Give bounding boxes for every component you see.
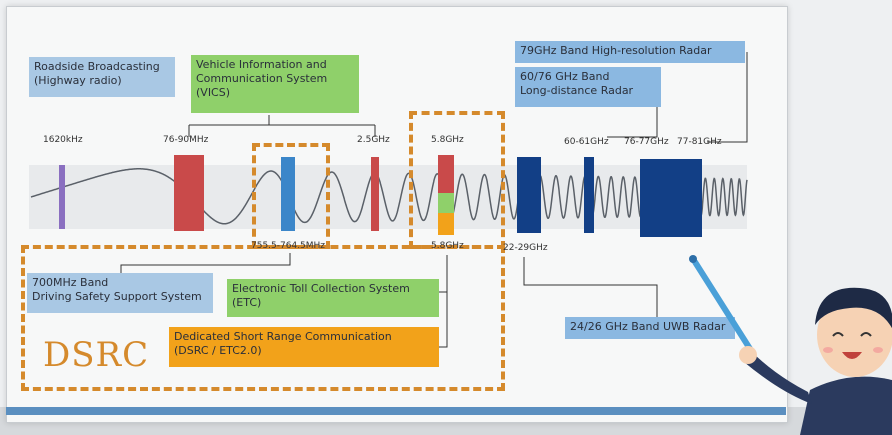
presenter-mouth xyxy=(842,352,862,359)
wave-line xyxy=(30,168,748,225)
spectrum-band xyxy=(29,165,747,229)
label-5-8ghz-bottom: 5.8GHz xyxy=(431,241,464,251)
presenter-cheek-right xyxy=(873,347,883,353)
vics-box: Vehicle Information and Communication Sy… xyxy=(191,55,359,113)
bar-60-61ghz xyxy=(584,157,594,233)
label-76-77ghz: 76-77GHz xyxy=(624,137,669,147)
slide-bottom-bar xyxy=(6,407,786,415)
slide: Roadside Broadcasting (Highway radio) Ve… xyxy=(6,6,788,423)
bar-76-81ghz xyxy=(640,159,702,237)
presenter-face xyxy=(817,293,892,377)
dsrc-title: DSRC xyxy=(43,335,150,375)
bar-5-8ghz-etc xyxy=(438,193,454,213)
label-22-29ghz: 22-29GHz xyxy=(503,243,548,253)
ds-700mhz-box: 700MHz Band Driving Safety Support Syste… xyxy=(27,273,213,313)
label-77-81ghz: 77-81GHz xyxy=(677,137,722,147)
bar-76-90mhz xyxy=(174,155,204,231)
etc-box: Electronic Toll Collection System (ETC) xyxy=(227,279,439,317)
label-5-8ghz-top: 5.8GHz xyxy=(431,135,464,145)
bar-755mhz xyxy=(281,157,295,231)
label-2-5ghz: 2.5GHz xyxy=(357,135,390,145)
radar-79ghz-box: 79GHz Band High-resolution Radar xyxy=(515,41,745,63)
presenter-eye-left xyxy=(832,332,844,337)
presenter-hair xyxy=(815,287,892,329)
spectrum-diagram xyxy=(29,52,748,348)
radar-60-76ghz-box: 60/76 GHz Band Long-distance Radar xyxy=(515,67,661,107)
bar-5-8ghz-dsrc xyxy=(438,213,454,235)
connector-lines xyxy=(120,52,748,348)
presenter-cheek-left xyxy=(823,347,833,353)
label-1620khz: 1620kHz xyxy=(43,135,83,145)
roadside-box: Roadside Broadcasting (Highway radio) xyxy=(29,57,175,97)
uwb-radar-box: 24/26 GHz Band UWB Radar xyxy=(565,317,735,339)
label-60-61ghz: 60-61GHz xyxy=(564,137,609,147)
dsrc-frame-700mhz xyxy=(252,143,330,249)
dsrc-frame-5-8ghz xyxy=(409,111,505,249)
bar-1620khz xyxy=(59,165,65,229)
label-755-764mhz: 755.5-764.5MHz xyxy=(251,241,326,251)
bar-22-29ghz xyxy=(517,157,541,233)
bar-2-5ghz xyxy=(371,157,379,231)
dsrc-frame-main xyxy=(21,245,505,391)
label-76-90mhz: 76-90MHz xyxy=(163,135,209,145)
presenter-eye-right xyxy=(860,332,872,337)
dsrc-box: Dedicated Short Range Communication (DSR… xyxy=(169,327,439,367)
bar-5-8ghz-vics xyxy=(438,155,454,193)
